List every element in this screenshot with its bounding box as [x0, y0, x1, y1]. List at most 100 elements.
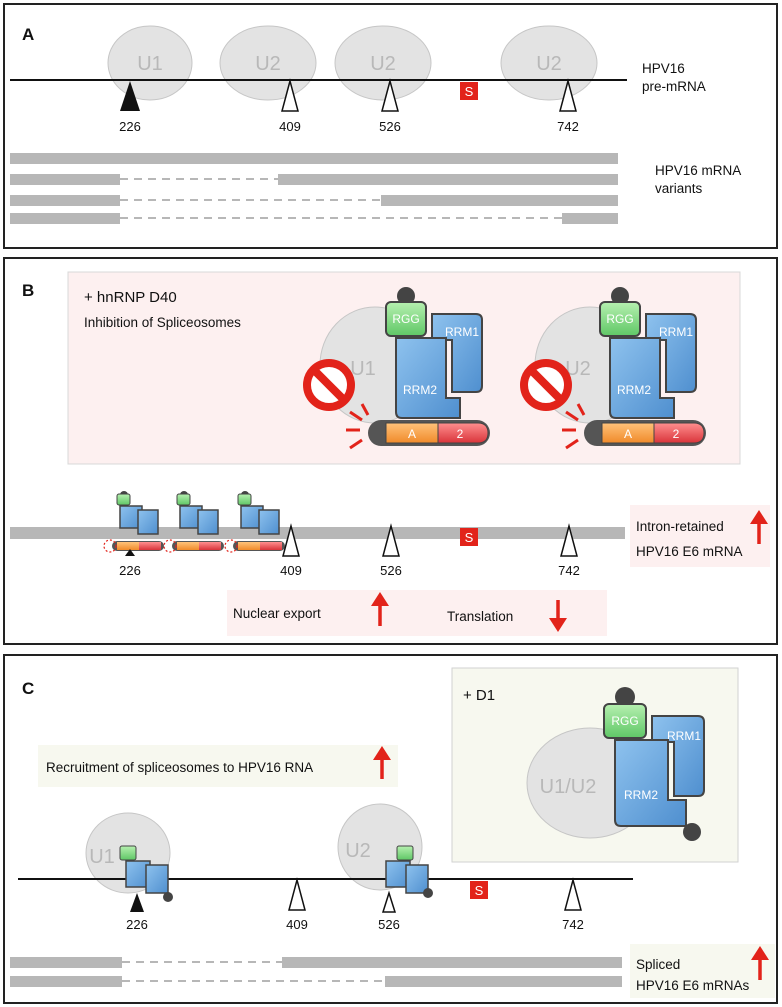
intron-retained-rna: [10, 527, 625, 539]
rgg-domain: [599, 301, 641, 337]
s-marker: [460, 528, 478, 546]
exon-2-domain: [437, 422, 489, 444]
rrm1-label: RRM1: [659, 325, 693, 339]
rgg-cap: [611, 287, 629, 305]
u2-label: U2: [370, 53, 396, 75]
exon-2-label: 2: [673, 427, 680, 441]
u1-snrnp: [107, 25, 193, 101]
mrna-variant-exon: [10, 213, 120, 224]
u2-label: U2: [255, 53, 281, 75]
mrna-variant-exon: [10, 174, 120, 185]
splice-donor-triangle: [130, 893, 144, 912]
site-409: 409: [286, 917, 308, 932]
mrna-exon: [10, 976, 122, 987]
s-marker-label: S: [465, 84, 474, 99]
rgg-cap: [615, 687, 635, 707]
recruitment-box: [38, 745, 398, 787]
no-symbol-icon: [520, 359, 572, 411]
bound-d40-small: [163, 491, 224, 553]
rrm2-domain: [395, 337, 461, 419]
splice-acceptor-triangle: [382, 523, 400, 557]
translation-label: Translation: [447, 609, 513, 624]
site-226: 226: [119, 119, 141, 134]
down-arrow-icon: [549, 600, 567, 632]
splice-acceptor-triangle: [559, 78, 577, 112]
splice-acceptor-triangle: [288, 877, 306, 911]
pre-mrna-label-line1: HPV16: [642, 61, 685, 76]
u2-label: U2: [565, 358, 591, 380]
u2-label: U2: [345, 840, 371, 862]
mrna-variant-unspliced: [10, 153, 618, 164]
u2-snrnp: [219, 25, 317, 101]
u1-label: U1: [137, 53, 163, 75]
rrm2-domain: [609, 337, 675, 419]
d40-complex-u1: U1 RGG RRM1 RRM2 A 2: [303, 287, 490, 450]
u1-label: U1: [350, 358, 376, 380]
mrna-variants: [10, 153, 618, 224]
spliced-label-box: [630, 944, 775, 998]
site-226: 226: [126, 917, 148, 932]
s-marker: [470, 881, 488, 899]
rrm2-label: RRM2: [403, 383, 437, 397]
rrm2-domain: [614, 739, 687, 827]
rrm1-label: RRM1: [667, 729, 701, 743]
c-terminal-cap: [683, 823, 701, 841]
site-742: 742: [562, 917, 584, 932]
rrm1-domain: [645, 313, 697, 393]
mrna-exon: [385, 976, 622, 987]
rgg-label: RGG: [611, 714, 638, 728]
no-symbol-icon: [303, 359, 355, 411]
intron-label-line1: Intron-retained: [636, 519, 724, 534]
site-226: 226: [119, 563, 141, 578]
spliced-mrnas: [10, 957, 622, 987]
mrna-variant-exon: [562, 213, 618, 224]
inhibition-burst: [562, 403, 586, 450]
up-arrow-icon: [750, 510, 768, 544]
d1-complex: U1/U2 RGG RRM1 RRM2: [526, 687, 705, 841]
bound-d40-small: [224, 491, 285, 553]
pre-mrna-label-line2: pre-mRNA: [642, 79, 706, 94]
nuclear-export-label: Nuclear export: [233, 606, 321, 621]
site-526: 526: [379, 119, 401, 134]
panel-c: C + D1 U1/U2 RGG RRM1 RRM2 Recruitment o…: [3, 654, 778, 1004]
u2-snrnp: [334, 25, 432, 101]
panel-a: A U1 U2 U2 U2 226 409 526 742 S HPV16 pr…: [3, 3, 778, 249]
rrm1-domain: [651, 715, 705, 797]
bound-d1-small: [385, 845, 433, 898]
splice-acceptor-triangle: [564, 877, 582, 911]
spliced-label-line2: HPV16 E6 mRNAs: [636, 978, 750, 993]
panel-c-letter: C: [22, 679, 34, 698]
bound-d40-small: [103, 491, 164, 553]
exon-a-label: A: [624, 427, 632, 441]
s-marker-label: S: [475, 883, 484, 898]
bound-d1-small: [119, 845, 173, 902]
hnrnp-d40-title: + hnRNP D40: [84, 289, 177, 306]
intron-label-box: [630, 505, 770, 567]
mrna-exon: [282, 957, 622, 968]
intron-label-line2: HPV16 E6 mRNA: [636, 544, 743, 559]
rrm1-domain: [431, 313, 483, 393]
mrna-variant-exon: [381, 195, 618, 206]
splice-acceptor-triangle: [381, 890, 397, 913]
mrna-exon: [10, 957, 122, 968]
exon-a-label: A: [408, 427, 416, 441]
rrm2-label: RRM2: [624, 788, 658, 802]
d40-complex-u2: U2 RGG RRM1 RRM2 A 2: [520, 287, 706, 450]
splice-acceptor-triangle: [281, 78, 299, 112]
mrna-variant-exon: [10, 195, 120, 206]
splice-acceptor-triangle: [282, 523, 300, 557]
rrm2-label: RRM2: [617, 383, 651, 397]
panel-b: B + hnRNP D40 Inhibition of Spliceosomes…: [3, 257, 778, 645]
panel-a-letter: A: [22, 25, 34, 44]
splice-acceptor-triangle: [560, 523, 578, 557]
rgg-label: RGG: [606, 312, 633, 326]
rgg-domain: [603, 703, 647, 739]
up-arrow-icon: [751, 946, 769, 980]
panel-b-letter: B: [22, 281, 34, 300]
inhibition-burst: [346, 403, 370, 450]
site-742: 742: [557, 119, 579, 134]
u2-snrnp: [500, 25, 598, 101]
variants-label-line1: HPV16 mRNA: [655, 163, 741, 178]
spliced-label-line1: Spliced: [636, 957, 680, 972]
export-translation-box: [227, 590, 607, 636]
